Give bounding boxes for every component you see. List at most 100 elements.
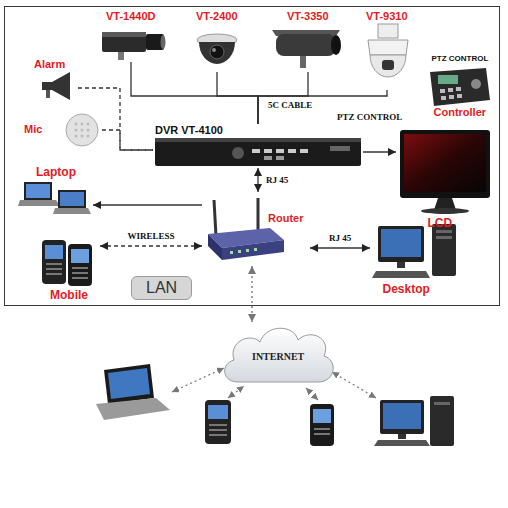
internet-laptop-part xyxy=(104,364,154,404)
cloud-label: INTERNET xyxy=(252,351,304,362)
ptz-camera-part xyxy=(378,24,398,38)
dvr-recorder-part xyxy=(276,156,284,160)
microphone-part xyxy=(81,123,84,126)
alarm-node: Alarm xyxy=(30,58,78,102)
camera-node: VT-3350 xyxy=(270,10,346,72)
internet-phone-part xyxy=(209,434,227,436)
mobile-phones-part xyxy=(46,268,62,270)
mobile-phones-part xyxy=(72,277,88,279)
mic-node: Mic xyxy=(20,112,102,148)
lan-region: LANVT-1440DVT-2400VT-3350VT-9310PTZ CONT… xyxy=(4,6,500,306)
lcd-monitor-part xyxy=(421,208,469,214)
bullet-camera-part xyxy=(300,56,306,68)
desktop-computer-part xyxy=(436,230,452,233)
cable-connector xyxy=(93,204,202,205)
laptop-node: Laptop xyxy=(18,165,93,217)
internet-phone xyxy=(205,400,231,444)
cable-connector xyxy=(310,247,370,248)
ptz-controller-part xyxy=(438,75,458,84)
mobile-phones-part xyxy=(72,272,88,274)
microphone-part xyxy=(87,123,90,126)
cable-connector xyxy=(102,130,153,150)
device-label: Router xyxy=(268,212,303,224)
box-camera-part xyxy=(102,32,146,52)
dvr-recorder-part xyxy=(288,149,296,153)
ptz-controller-part xyxy=(456,87,461,91)
dome-camera-part xyxy=(212,48,216,52)
microphone-part xyxy=(81,129,84,132)
controller-node: PTZ CONTROL Controller xyxy=(425,52,495,119)
wireless-router-part xyxy=(222,240,284,260)
wireless-router-part xyxy=(246,249,249,252)
wireless-router-part xyxy=(208,234,222,260)
device-label: Controller xyxy=(434,106,487,118)
ptz-controller-part xyxy=(471,79,481,89)
device-label: Desktop xyxy=(383,282,430,296)
dvr-recorder-part xyxy=(232,147,244,159)
internet-laptop xyxy=(96,364,170,420)
camera-node: VT-9310 xyxy=(360,10,415,90)
internet-desktop-part xyxy=(434,402,450,405)
device-label: VT-2400 xyxy=(196,10,238,22)
mobile-phones xyxy=(42,240,92,286)
lcd-monitor-part xyxy=(404,134,486,192)
device-label: VT-9310 xyxy=(366,10,408,22)
device-label: Mobile xyxy=(50,288,88,302)
laptop-icons-part xyxy=(24,182,52,200)
internet-desktop xyxy=(374,396,454,446)
dvr-recorder-part xyxy=(264,149,272,153)
internet-phone-part xyxy=(313,409,331,423)
lcd-monitor xyxy=(400,130,490,214)
laptop-icons xyxy=(18,182,91,214)
dvr-recorder-part xyxy=(330,146,350,151)
internet-phone-part xyxy=(205,400,231,444)
cable-connector xyxy=(251,266,252,322)
ptz-controller-part xyxy=(441,96,446,100)
microphone-part xyxy=(87,129,90,132)
internet-desktop-part xyxy=(374,440,430,446)
internet-links-part xyxy=(172,368,224,392)
box-camera-part xyxy=(102,32,146,37)
device-caption: PTZ CONTROL xyxy=(432,54,489,63)
device-label: DVR VT-4100 xyxy=(155,124,223,136)
box-camera-part xyxy=(161,35,166,49)
mobile-phones-part xyxy=(45,245,63,259)
wireless-router-part xyxy=(214,200,216,236)
mobile-phones-part xyxy=(72,267,88,269)
ptz-controller xyxy=(430,68,490,106)
internet-links-part xyxy=(228,386,244,398)
ptz-controller-part xyxy=(449,95,454,99)
bullet-camera xyxy=(272,30,341,68)
mobile-node: Mobile xyxy=(38,236,100,303)
cloud-shape xyxy=(225,328,334,382)
mobile-phones-part xyxy=(46,273,62,275)
dome-camera xyxy=(197,34,237,64)
ptz-controller-part xyxy=(457,94,462,98)
device-label: Alarm xyxy=(34,58,65,70)
dvr-recorder-part xyxy=(155,138,361,142)
alarm-horn xyxy=(42,72,70,100)
ptz-camera-part xyxy=(382,60,394,70)
internet-phone-part xyxy=(314,428,330,430)
ptz-camera xyxy=(368,24,408,77)
internet-phone-part xyxy=(209,429,227,431)
desktop-computer-part xyxy=(372,271,430,278)
alarm-horn-part xyxy=(46,90,50,98)
microphone-part xyxy=(66,114,98,146)
bullet-camera-part xyxy=(331,35,341,55)
internet-links-part xyxy=(306,388,318,400)
internet-desktop-part xyxy=(380,400,424,434)
cable-connector xyxy=(131,62,258,124)
dome-camera-part xyxy=(210,45,224,59)
microphone-part xyxy=(75,129,78,132)
desktop-computer xyxy=(372,224,456,278)
ptz-controller-part xyxy=(440,89,445,93)
cable-connector xyxy=(100,245,202,246)
alarm-horn-part xyxy=(42,72,70,100)
mobile-phones-part xyxy=(68,244,92,286)
